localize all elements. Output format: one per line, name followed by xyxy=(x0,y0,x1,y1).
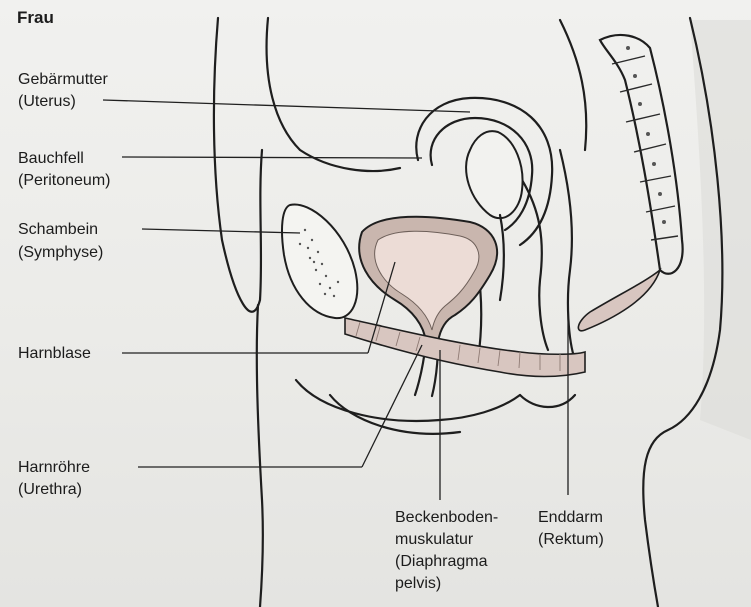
label-pelvic-floor-line-2: muskulatur xyxy=(395,530,473,549)
label-symphyse-lat: (Symphyse) xyxy=(18,243,103,262)
front-thigh-line xyxy=(257,305,263,607)
label-peritoneum-lat: (Peritoneum) xyxy=(18,171,110,190)
label-uterus-lat: (Uterus) xyxy=(18,92,76,111)
anal-canal xyxy=(520,395,575,407)
symphysis xyxy=(282,204,357,318)
label-urethra-lat: (Urethra) xyxy=(18,480,82,499)
uterus-cervix xyxy=(500,215,504,300)
label-pelvic-floor-line-1: Beckenboden- xyxy=(395,508,498,527)
uterus xyxy=(466,131,522,218)
diagram-title: Frau xyxy=(17,8,54,27)
perineum-line xyxy=(296,380,520,421)
label-rectum-lat: (Rektum) xyxy=(538,530,604,549)
label-symphyse-de: Schambein xyxy=(18,220,98,239)
leader-uterus xyxy=(103,100,470,112)
front-body-contour xyxy=(214,18,262,312)
sacrum-dots xyxy=(626,46,666,224)
leader-urethra-up xyxy=(362,345,422,467)
label-uterus-de: Gebärmutter xyxy=(18,70,108,89)
label-rectum-de: Enddarm xyxy=(538,508,603,527)
label-bladder-de: Harnblase xyxy=(18,344,91,363)
back-inner-line xyxy=(560,20,586,150)
bladder-lumen xyxy=(375,231,479,330)
label-urethra-de: Harnröhre xyxy=(18,458,90,477)
coccygeus-muscle xyxy=(578,270,660,331)
leader-peritoneum xyxy=(122,157,422,158)
label-pelvic-floor-line-4: pelvis) xyxy=(395,574,441,593)
pelvic-floor-muscle xyxy=(345,318,585,377)
sacrum-outline xyxy=(600,35,683,274)
inner-abdomen-line xyxy=(267,18,400,171)
sacrum-vertebrae xyxy=(612,56,678,240)
label-pelvic-floor-line-3: (Diaphragma xyxy=(395,552,487,571)
label-peritoneum-de: Bauchfell xyxy=(18,149,84,168)
